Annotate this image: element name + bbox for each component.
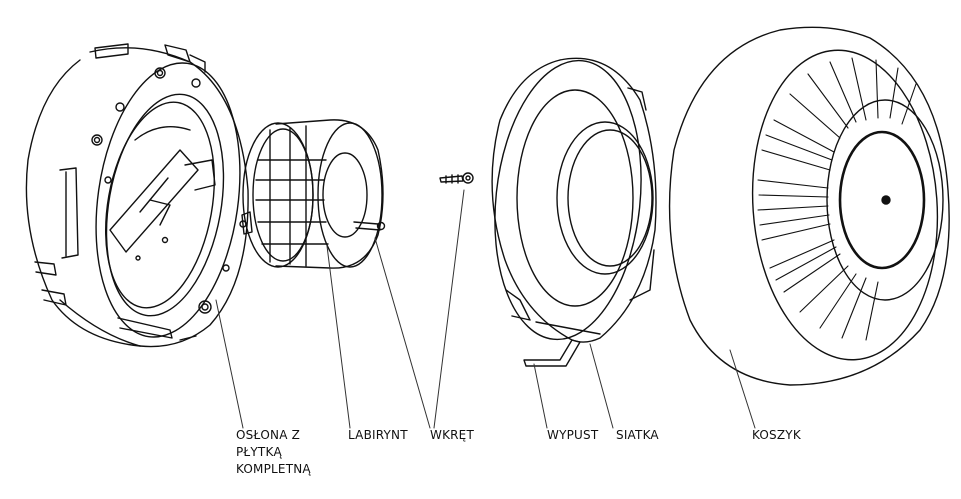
label-oslona-line2: PŁYTKĄ — [236, 445, 282, 459]
basket-part — [668, 26, 950, 386]
leader-lines — [215, 189, 756, 429]
housing-part — [25, 43, 249, 348]
label-koszyk: KOSZYK — [752, 428, 801, 442]
labyrinth-part — [239, 119, 386, 269]
label-siatka: SIATKA — [616, 428, 659, 442]
mesh-part — [491, 57, 657, 367]
label-wypust: WYPUST — [547, 428, 599, 442]
label-oslona-line1: OSŁONA Z — [236, 428, 301, 442]
label-labirynt: LABIRYNT — [348, 428, 408, 442]
screw-part — [439, 172, 474, 184]
label-wkret: WKRĘT — [430, 428, 474, 442]
label-oslona-line3: KOMPLETNĄ — [236, 462, 311, 476]
label-oslona: OSŁONA Z PŁYTKĄ KOMPLETNĄ — [236, 427, 311, 478]
